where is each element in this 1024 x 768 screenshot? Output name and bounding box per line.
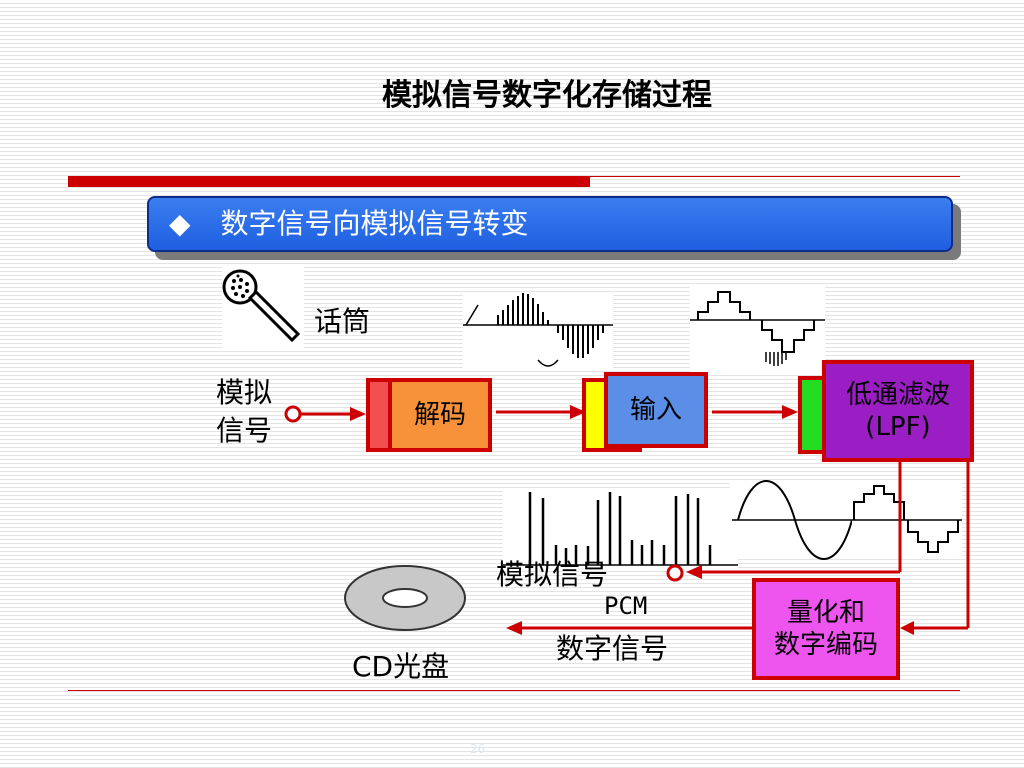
analog-output-label: 模拟信号 xyxy=(496,558,609,591)
pcm-pulse-panel xyxy=(503,490,738,568)
digital-signal-label: 数字信号 xyxy=(556,632,669,665)
decode-box-label: 解码 xyxy=(413,399,466,430)
pcm-label: PCM xyxy=(604,592,648,620)
quantize-box-label-line1: 量化和 xyxy=(786,597,865,628)
footer-line xyxy=(68,690,960,691)
lower-staircase-panel xyxy=(852,482,962,558)
lpf-box: 低通滤波 (LPF) xyxy=(822,360,974,462)
staircase-waveform-panel xyxy=(690,285,825,375)
page-number: 26 xyxy=(470,742,486,756)
input-box-label: 输入 xyxy=(629,394,682,425)
input-box: 输入 xyxy=(604,372,708,448)
decode-box: 解码 xyxy=(388,378,492,452)
quantize-encode-box: 量化和 数字编码 xyxy=(752,578,900,680)
microphone-label: 话筒 xyxy=(314,305,371,338)
lpf-box-label-line2: (LPF) xyxy=(865,412,931,442)
sine-wave-panel xyxy=(730,480,860,560)
title-underline-bar xyxy=(68,176,590,187)
title-underline-thin xyxy=(590,176,960,177)
analog-input-label-line1: 模拟 xyxy=(216,376,273,409)
signal-flow-arrows xyxy=(284,405,970,635)
page-title: 模拟信号数字化存储过程 xyxy=(382,78,712,113)
cd-disc-icon xyxy=(344,565,466,631)
pam-waveform-panel xyxy=(463,292,613,368)
section-banner: ◆ 数字信号向模拟信号转变 xyxy=(147,196,953,252)
quantize-box-label-line2: 数字编码 xyxy=(773,630,878,660)
diamond-bullet-icon: ◆ xyxy=(169,207,191,240)
cd-disc-label: CD光盘 xyxy=(352,650,450,683)
lpf-box-label-line1: 低通滤波 xyxy=(845,379,950,410)
microphone-icon xyxy=(222,266,304,348)
analog-input-label-line2: 信号 xyxy=(216,414,273,447)
banner-text: 数字信号向模拟信号转变 xyxy=(220,207,529,240)
